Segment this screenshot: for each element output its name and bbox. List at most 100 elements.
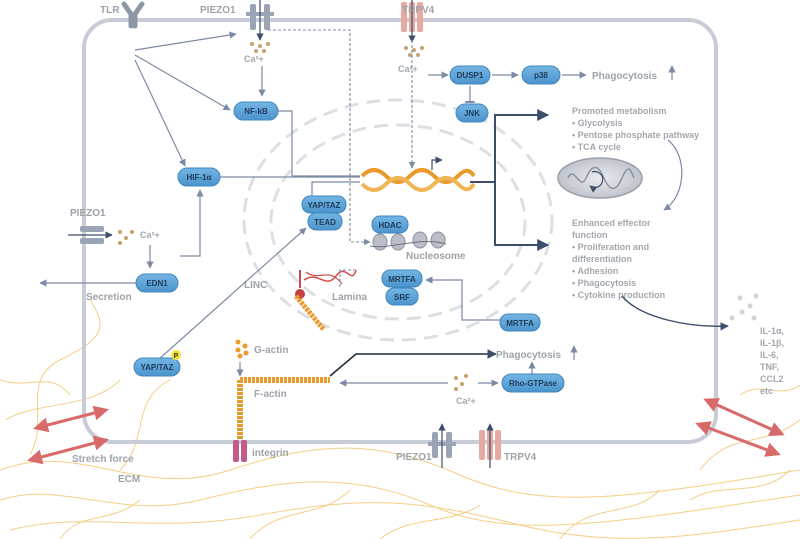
effector-item-3: • Adhesion <box>572 266 618 276</box>
node-rhogtpase: Rho-GTPase <box>501 373 565 393</box>
arrow-factin-to-phagocytosis <box>329 349 497 377</box>
arrow-to-cytokines <box>621 295 729 331</box>
effector-item-2: differentiation <box>572 254 632 264</box>
ca-top-label: Ca²+ <box>244 54 264 64</box>
stretch-force-arrow-right-2 <box>695 421 781 457</box>
arrow-edn1-to-hif1a <box>180 189 204 257</box>
dashed-piezo1-to-nucleus <box>268 29 371 246</box>
ca-bottom-label: Ca²+ <box>456 396 476 406</box>
arrow-to-effector <box>494 182 550 251</box>
yaptaz-label: YAP/TAZ <box>308 201 341 210</box>
cytokine-5: CCL2 <box>760 374 784 384</box>
piezo1-top-label: PIEZO1 <box>200 5 236 16</box>
dashed-lamina-link <box>339 269 356 288</box>
hif1a-label: HIF-1α <box>187 173 212 182</box>
jnk-label: JNK <box>464 109 480 118</box>
piezo1-left-label: PIEZO1 <box>70 208 106 219</box>
nucleosome-icon <box>369 231 447 251</box>
calcium-dots-piezo-top <box>250 42 270 53</box>
trpv4-top-icon <box>401 0 423 43</box>
ca-left-label: Ca²+ <box>140 230 160 240</box>
phagocytosis-top-label: Phagocytosis <box>592 71 657 82</box>
edn1-label: EDN1 <box>146 279 168 288</box>
cytokine-dots <box>729 293 759 321</box>
secretion-label: Secretion <box>86 292 132 303</box>
integrin-icon <box>233 440 247 462</box>
phospho-badge: P <box>171 350 181 360</box>
arrow-to-metabolism <box>470 109 550 183</box>
f-actin-label: F-actin <box>254 389 287 400</box>
node-srf: SRF <box>385 287 419 306</box>
node-yaptaz-phospho: YAP/TAZ <box>133 357 181 377</box>
line-nfkb-to-dna <box>278 110 360 177</box>
hdac-label: HDAC <box>378 221 401 230</box>
line-tead-to-dna <box>311 181 360 196</box>
node-p38: p38 <box>521 65 561 85</box>
arrow-tlr-to-piezo1 <box>134 31 237 51</box>
node-mrtfa-cytoplasm: MRTFA <box>499 313 541 332</box>
g-actin-dots <box>235 339 249 359</box>
dusp1-label: DUSP1 <box>457 71 484 80</box>
node-jnk: JNK <box>455 103 489 123</box>
tlr-label: TLR <box>100 5 120 16</box>
phagocytosis-mid-label: Phagocytosis <box>496 350 561 361</box>
trpv4-bottom-icon <box>479 423 501 468</box>
metabolism-item-3: • TCA cycle <box>572 142 621 152</box>
effector-item-5: • Cytokine production <box>572 290 665 300</box>
ecm-label: ECM <box>118 474 140 485</box>
integrin-label: integrin <box>252 448 289 459</box>
effector-item-4: • Phagocytosis <box>572 278 636 288</box>
arrow-metabolism-to-effector <box>663 139 683 211</box>
piezo1-bottom-label: PIEZO1 <box>396 452 432 463</box>
effector-title-1: Enhanced effector <box>572 218 651 228</box>
nucleosome-label: Nucleosome <box>406 251 466 262</box>
effector-item-1: • Proliferation and <box>572 242 649 252</box>
mrtfa-cytoplasm-label: MRTFA <box>506 319 534 328</box>
ecm-fibers <box>0 299 800 539</box>
effector-title-2: function <box>572 230 608 240</box>
trpv4-top-label: TRPV4 <box>402 5 435 16</box>
node-hdac: HDAC <box>371 215 409 234</box>
tead-label: TEAD <box>314 218 336 227</box>
cytokine-3: IL-6, <box>760 350 779 360</box>
actin-filament-diagonal <box>294 294 326 332</box>
cytokine-2: IL-1β, <box>760 338 784 348</box>
nuclear-envelope-inner <box>269 123 527 321</box>
cytokine-6: etc <box>760 386 773 396</box>
arrow-mrtfa-to-nucleus <box>425 276 500 321</box>
node-tead: TEAD <box>307 212 343 231</box>
rhogtpase-label: Rho-GTPase <box>509 379 558 388</box>
metabolism-item-2: • Pentose phosphate pathway <box>572 130 699 140</box>
linc-label: LINC <box>244 280 267 291</box>
calcium-dots-left <box>118 230 134 245</box>
node-hif1a: HIF-1α <box>177 167 221 187</box>
arrow-tlr-to-hif1a <box>134 59 186 167</box>
node-edn1: EDN1 <box>135 273 179 293</box>
dna-helix-icon <box>360 156 476 192</box>
linc-complex-icon <box>295 269 357 299</box>
piezo1-left-icon <box>68 226 113 244</box>
stretch-force-label: Stretch force <box>72 454 134 465</box>
node-yaptaz: YAP/TAZ <box>301 195 347 214</box>
piezo1-bottom-icon <box>428 423 456 468</box>
tlr-receptor-icon <box>121 1 145 29</box>
calcium-dots-bottom <box>454 374 468 391</box>
ca-trpv4-label: Ca²+ <box>398 64 418 74</box>
cytokine-4: TNF, <box>760 362 779 372</box>
srf-label: SRF <box>394 293 410 302</box>
cytokine-1: IL-1α, <box>760 326 784 336</box>
metabolism-title: Promoted metabolism <box>572 106 667 116</box>
piezo1-top-icon <box>246 0 274 41</box>
arrow-tlr-to-nfkb <box>134 54 231 111</box>
node-dusp1: DUSP1 <box>449 65 491 85</box>
yaptaz-p-label: YAP/TAZ <box>141 363 174 372</box>
stretch-force-arrow-left-2 <box>27 435 109 465</box>
p38-label: p38 <box>534 71 548 80</box>
node-mrtfa-nucleus: MRTFA <box>381 269 423 288</box>
mitochondrion-icon <box>557 157 643 199</box>
phospho-label: P <box>174 353 179 360</box>
trpv4-bottom-label: TRPV4 <box>504 452 537 463</box>
metabolism-item-1: • Glycolysis <box>572 118 623 128</box>
node-nfkb: NF-kB <box>233 101 279 121</box>
